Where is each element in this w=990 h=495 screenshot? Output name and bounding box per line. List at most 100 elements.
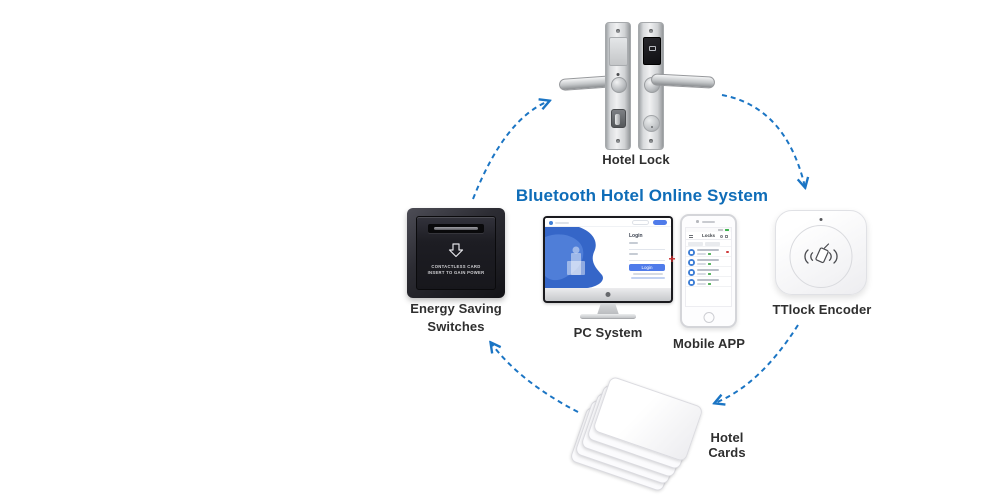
energy-saving-switches-label: Energy Saving Switches [399, 300, 513, 335]
switch-panel-text: CONTACTLESS CARD INSERT TO GAIN POWER [417, 264, 495, 277]
username-label-placeholder [629, 242, 638, 244]
imac-stand [597, 303, 619, 315]
screw-icon [616, 29, 620, 33]
app-nav-title: Locks [701, 233, 715, 238]
card-tap-icon [649, 46, 656, 51]
led-indicator-dot [819, 218, 823, 221]
ttlock-encoder-label: TTlock Encoder [772, 302, 872, 317]
battery-level-icon [708, 263, 711, 265]
add-icon [725, 234, 728, 238]
menu-icon [688, 234, 693, 238]
lock-panel [609, 37, 628, 66]
refresh-icon [720, 234, 723, 238]
hotel-cards-label: Hotel Cards [708, 430, 746, 460]
login-heading: Login [629, 233, 643, 239]
password-label-placeholder [629, 253, 638, 255]
lock-list-row [686, 247, 731, 257]
screw-icon [649, 139, 653, 143]
lock-icon [688, 258, 695, 266]
apple-logo-icon [605, 292, 611, 297]
pc-app-logo-text [555, 222, 569, 224]
imac-screen: Login Login [545, 218, 671, 288]
keyhole-cover [643, 115, 660, 132]
battery-level-icon [708, 273, 711, 275]
card-slot [428, 224, 484, 233]
battery-icon [725, 229, 729, 231]
row-title-placeholder [697, 269, 719, 271]
phone-camera-icon [696, 220, 699, 223]
phone-speaker [702, 220, 715, 223]
energy-saving-switch-image: CONTACTLESS CARD INSERT TO GAIN POWER [407, 208, 505, 298]
row-subtitle-placeholder [697, 283, 706, 285]
imac-frame: Login Login [543, 216, 673, 303]
indicator-dot [616, 73, 620, 76]
pc-system-label: PC System [573, 325, 643, 340]
phone-screen: Locks [685, 227, 732, 307]
building-illustration [567, 246, 585, 275]
app-tabs [686, 240, 731, 247]
hotel-lock-label: Hotel Lock [602, 152, 670, 167]
pc-app-logo-icon [549, 221, 553, 225]
arrow-switches-to-lock [472, 101, 549, 200]
thumbturn-knob [615, 114, 620, 125]
row-subtitle-placeholder [697, 263, 706, 265]
notification-dot [726, 250, 729, 254]
switch-front-panel: CONTACTLESS CARD INSERT TO GAIN POWER [416, 216, 496, 290]
pc-app-topbar [545, 218, 671, 227]
label-line2: Switches [427, 318, 485, 334]
screw-icon [616, 139, 620, 143]
pc-topbar-button [632, 220, 649, 225]
row-subtitle-placeholder [697, 273, 706, 275]
arrow-cards-to-switches [491, 343, 579, 413]
helper-text-placeholder [633, 273, 663, 275]
lock-right-plate [638, 22, 664, 150]
ttlock-encoder-image [775, 210, 867, 295]
plus-separator: + [668, 252, 676, 266]
password-field [629, 257, 665, 261]
hotel-lock-image [556, 20, 716, 152]
rfid-card-waves-icon [804, 243, 838, 264]
row-title-placeholder [697, 249, 719, 251]
keyhole-dot [651, 126, 653, 128]
handle-boss [611, 77, 627, 93]
tab-placeholder [705, 241, 720, 246]
pc-topbar-primary-button [653, 220, 667, 225]
battery-level-icon [708, 283, 711, 285]
mobile-app-label: Mobile APP [672, 336, 746, 351]
mobile-app-image: Locks [680, 214, 737, 328]
screw-icon [649, 29, 653, 33]
pc-login-form: Login Login [629, 233, 667, 279]
card-reader-window [643, 37, 661, 65]
row-title-placeholder [697, 279, 719, 281]
app-navbar: Locks [686, 232, 731, 240]
home-button-icon [703, 311, 714, 323]
pc-system-image: Login Login [543, 216, 673, 320]
helper-link-placeholder [631, 277, 665, 279]
username-field [629, 246, 665, 250]
row-title-placeholder [697, 259, 719, 261]
page-title: Bluetooth Hotel Online System [515, 186, 769, 205]
tab-placeholder [688, 241, 703, 246]
login-button: Login [629, 264, 665, 271]
deadbolt-thumbturn [611, 109, 626, 128]
lock-left-plate [605, 22, 631, 150]
row-subtitle-placeholder [697, 253, 706, 255]
battery-level-icon [708, 253, 711, 255]
imac-chin [545, 288, 671, 301]
lock-list-row [686, 257, 731, 267]
arrow-lock-to-encoder [721, 94, 805, 187]
card-slot-stripe [434, 226, 478, 230]
switch-panel-text-line1: CONTACTLESS CARD [431, 264, 481, 269]
switch-panel-text-line2: INSERT TO GAIN POWER [427, 270, 485, 276]
label-line1: Energy Saving [410, 301, 502, 316]
lock-icon [688, 278, 695, 286]
lock-icon [688, 268, 695, 276]
encoder-ring [789, 225, 853, 288]
lock-list-row [686, 267, 731, 277]
phone-statusbar [686, 228, 731, 232]
signal-icon [718, 229, 723, 231]
login-wave-illustration [545, 227, 603, 288]
lock-icon [688, 248, 695, 256]
insert-card-arrow-icon [448, 243, 464, 258]
